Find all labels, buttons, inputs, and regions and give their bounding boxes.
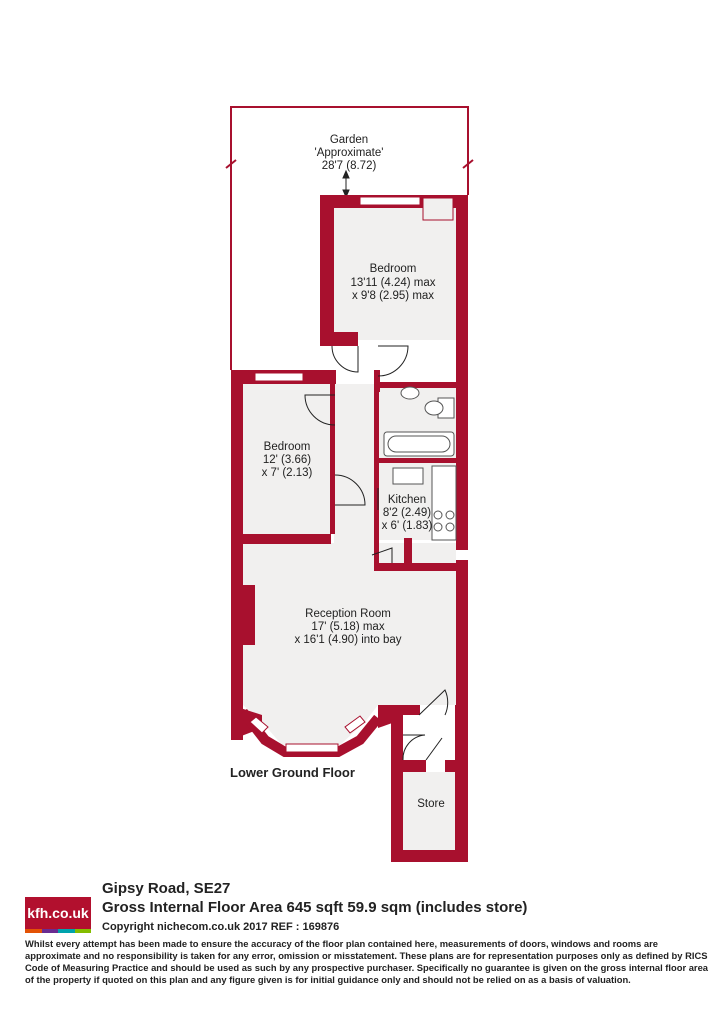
logo-strip-orange [25, 929, 42, 933]
bathroom-fixtures [383, 386, 455, 457]
label-reception: Reception Room 17' (5.18) max x 16'1 (4.… [294, 608, 401, 646]
garden-area [225, 106, 474, 370]
label-garden: Garden 'Approximate' 28'7 (8.72) [315, 134, 384, 172]
reception-dim2: x 16'1 (4.90) into bay [294, 634, 401, 646]
bedroom-1-name: Bedroom [370, 263, 417, 275]
floor-area: Gross Internal Floor Area 645 sqft 59.9 … [102, 899, 528, 916]
store-name: Store [417, 798, 445, 810]
garden-dimension-arrow [342, 169, 350, 199]
garden-note: 'Approximate' [315, 147, 384, 159]
floor-plan: Garden 'Approximate' 28'7 (8.72) Bedroom… [225, 106, 474, 862]
label-bedroom-2: Bedroom 12' (3.66) x 7' (2.13) [262, 441, 313, 479]
label-kitchen: Kitchen 8'2 (2.49) x 6' (1.83) [382, 494, 433, 532]
door-swings [304, 345, 449, 761]
bedroom-2-name: Bedroom [264, 441, 311, 453]
copyright-ref: Copyright nichecom.co.uk 2017 REF : 1698… [102, 921, 340, 933]
kitchen-fixtures [392, 465, 457, 541]
reception-name: Reception Room [305, 608, 391, 620]
kfh-logo: kfh.co.uk [25, 897, 91, 933]
disclaimer: Whilst every attempt has been made to en… [25, 938, 709, 985]
floor-label: Lower Ground Floor [230, 765, 355, 780]
kitchen-dim2: x 6' (1.83) [382, 520, 433, 532]
logo-strip-green [74, 929, 91, 933]
logo-strip-purple [41, 929, 58, 933]
label-store: Store [417, 798, 445, 810]
floor-fill [243, 207, 456, 852]
property-address: Gipsy Road, SE27 [102, 880, 231, 897]
reception-dim1: 17' (5.18) max [311, 621, 384, 633]
garden-name: Garden [330, 134, 368, 146]
walls [231, 195, 468, 862]
bedroom-1-dim1: 13'11 (4.24) max [350, 277, 435, 289]
windows [249, 196, 454, 753]
kitchen-dim1: 8'2 (2.49) [383, 507, 431, 519]
logo-text: kfh.co.uk [25, 897, 91, 929]
label-bedroom-1: Bedroom 13'11 (4.24) max x 9'8 (2.95) ma… [350, 263, 435, 302]
kitchen-name: Kitchen [388, 494, 426, 506]
bedroom-1-dim2: x 9'8 (2.95) max [352, 290, 434, 302]
garden-dims: 28'7 (8.72) [322, 160, 377, 172]
bedroom-2-dim1: 12' (3.66) [263, 454, 311, 466]
logo-strip-teal [58, 929, 75, 933]
logo-color-strip [25, 929, 91, 933]
bedroom-2-dim2: x 7' (2.13) [262, 467, 313, 479]
